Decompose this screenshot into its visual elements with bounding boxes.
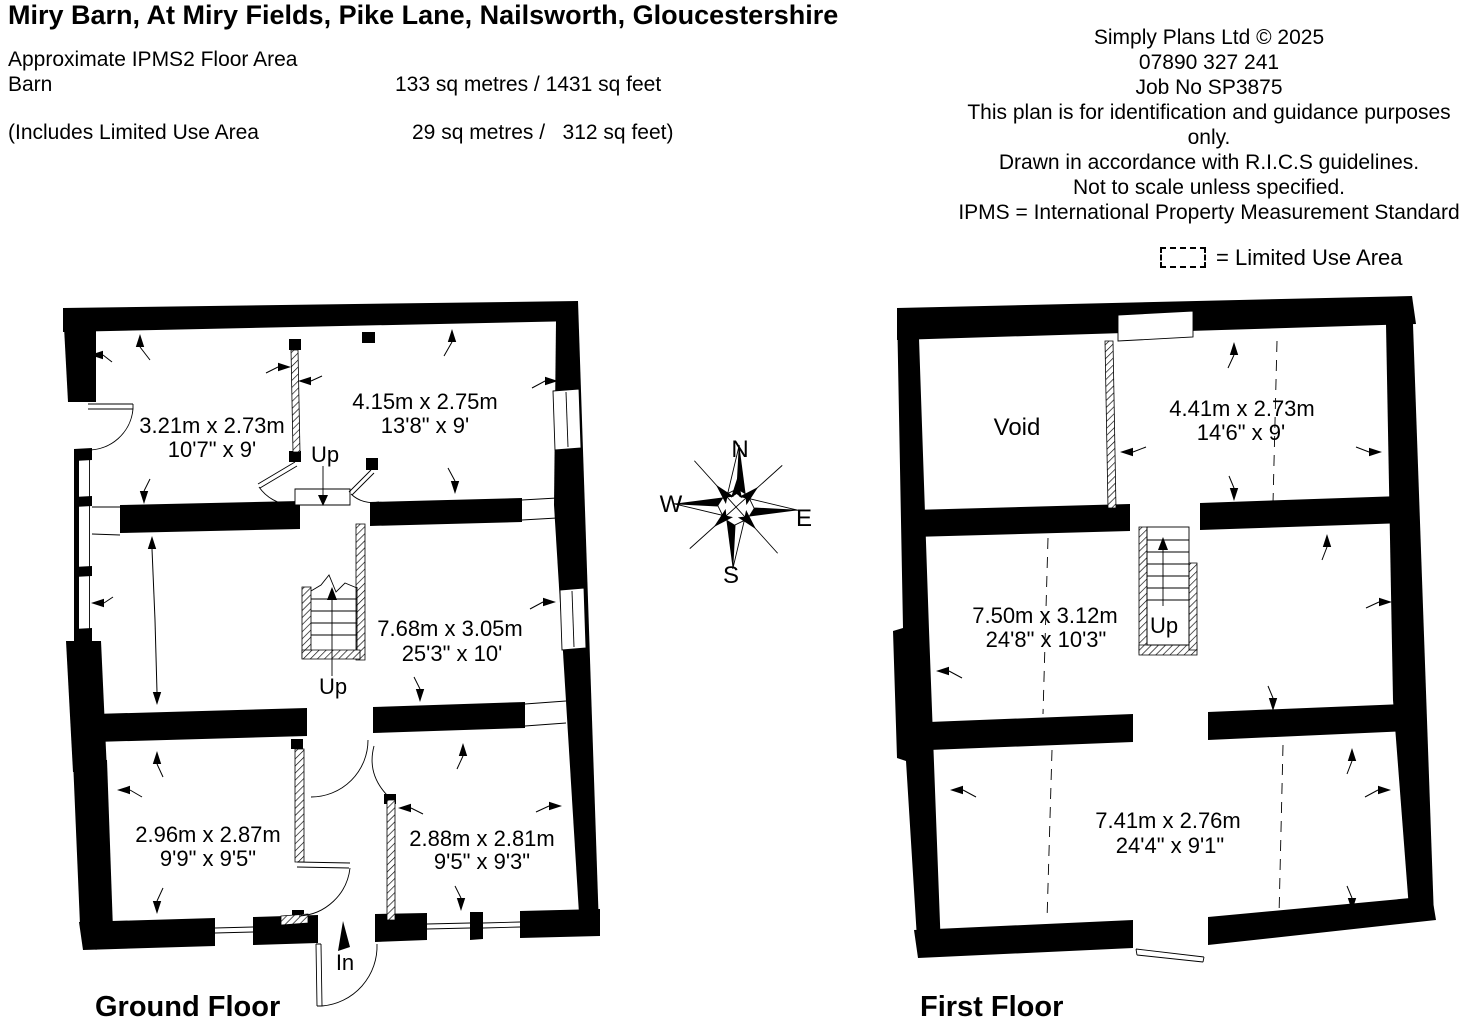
limited-use-row-label: (Includes Limited Use Area [8,121,259,144]
dimension-arrow-icon [458,743,468,756]
first-floor-staircase [1138,526,1198,656]
page-title: Miry Barn, At Miry Fields, Pike Lane, Na… [8,0,839,30]
room-bottom-left-metric: 2.96m x 2.87m [135,822,281,847]
area-heading: Approximate IPMS2 Floor Area [8,48,298,71]
limited-use-row-value: 29 sq metres / 312 sq feet) [412,121,674,144]
dimension-arrow-icon [1120,447,1133,457]
ground-floor-labels: 3.21m x 2.73m 10'7" x 9' 4.15m x 2.75m 1… [95,389,555,1023]
company-name: Simply Plans Ltd © 2025 [1093,26,1325,49]
dimension-arrow-icon [950,785,963,795]
ff-room-middle-metric: 7.50m x 3.12m [972,603,1118,628]
disclaimer-line-1: This plan is for identification and guid… [967,101,1451,149]
ground-floor-partitions [280,349,396,926]
compass-south-label: S [723,562,739,589]
ground-floor-walls [63,301,600,950]
ff-stair-up-arrow-icon [1158,537,1168,550]
room-bottom-left-imperial: 9'9" x 9'5" [160,846,256,871]
hall-up-label: Up [311,442,339,467]
room-bottom-right-metric: 2.88m x 2.81m [409,826,555,851]
dimension-arrow-icon [545,376,558,386]
dimension-arrow-icon [456,898,466,911]
ground-floor-staircase [301,574,361,676]
dimension-arrow-icon [152,751,162,764]
ff-stair-up-label: Up [1150,613,1178,638]
dimension-arrow-icon [1378,785,1391,795]
company-info-block: Simply Plans Ltd © 2025 07890 327 241 Jo… [945,25,1472,225]
disclaimer-line-4: IPMS = International Property Measuremen… [958,201,1460,224]
first-floor-walls [893,296,1436,958]
stair-up-arrow-icon [327,587,337,600]
area-row-value: 133 sq metres / 1431 sq feet [395,73,662,96]
stair-up-label: Up [319,674,347,699]
dimension-arrow-icon [450,481,460,494]
company-phone: 07890 327 241 [1138,51,1280,74]
ff-room-middle-imperial: 24'8" x 10'3" [986,627,1107,652]
ground-floor-windows [89,388,587,934]
job-number: Job No SP3875 [1135,76,1283,99]
compass-north-label: N [731,436,748,463]
dimension-arrow-icon [415,689,425,702]
dimension-arrow-icon [135,334,145,347]
compass-east-label: E [796,505,812,532]
ff-room-bottom-metric: 7.41m x 2.76m [1095,808,1241,833]
dimension-arrow-icon [90,350,103,360]
ground-floor-title: Ground Floor [95,991,280,1023]
first-floor-openings [1117,310,1205,963]
dimension-arrow-icon [1229,342,1239,355]
void-room-label: Void [994,414,1041,441]
area-row-label: Barn [8,73,53,96]
dimension-arrow-icon [152,901,162,914]
ground-floor-plan: 3.21m x 2.73m 10'7" x 9' 4.15m x 2.75m 1… [63,301,600,1023]
ff-room-top-right-metric: 4.41m x 2.73m [1169,396,1315,421]
dimension-arrow-icon [152,692,162,705]
first-floor-labels: Void 4.41m x 2.73m 14'6" x 9' 7.50m x 3.… [920,396,1315,1023]
disclaimer-line-2: Drawn in accordance with R.I.C.S guideli… [998,151,1420,174]
dimension-arrow-icon [139,491,149,504]
compass-star-icon [673,444,799,570]
room-bottom-right-imperial: 9'5" x 9'3" [434,849,530,874]
limited-use-area-swatch [1160,247,1206,268]
room-top-right-imperial: 13'8" x 9' [381,413,469,438]
dimension-arrow-icon [1268,698,1278,711]
compass-west-label: W [660,491,683,518]
dimension-arrow-icon [1369,447,1382,457]
room-top-left-metric: 3.21m x 2.73m [139,413,285,438]
room-top-left-imperial: 10'7" x 9' [168,437,256,462]
dimension-arrow-icon [117,785,130,795]
compass-rose: N E S W [660,436,812,589]
dimension-arrow-icon [936,666,949,676]
dimension-arrows [90,329,1392,914]
first-floor-title: First Floor [920,991,1063,1023]
dimension-arrow-icon [147,536,157,549]
ground-floor-doors [86,403,392,1007]
dimension-arrow-icon [398,803,411,813]
dimension-arrow-icon [1229,488,1239,501]
limited-use-legend-label: = Limited Use Area [1216,245,1403,270]
dimension-arrow-icon [1347,898,1357,911]
first-floor-partitions [1104,340,1117,509]
entrance-in-arrow-icon [338,921,350,951]
ff-room-bottom-imperial: 24'4" x 9'1" [1116,833,1224,858]
room-middle-metric: 7.68m x 3.05m [377,616,523,641]
dimension-arrow-icon [91,598,104,608]
dimension-arrow-icon [1322,534,1332,547]
ground-floor-entrance [318,466,350,951]
hall-up-arrow-icon [318,495,328,506]
dimension-arrow-icon [1347,748,1357,761]
room-middle-imperial: 25'3" x 10' [402,641,503,666]
dimension-arrow-icon [447,329,457,342]
ff-room-top-right-imperial: 14'6" x 9' [1197,420,1285,445]
entrance-in-label: In [336,950,354,975]
dimension-arrow-icon [298,376,311,386]
dimension-arrow-icon [543,597,556,607]
dimension-arrow-icon [549,801,562,811]
first-floor-limited-use-boundaries [1042,340,1284,921]
dimension-arrow-icon [1379,597,1392,607]
first-floor-plan: Void 4.41m x 2.73m 14'6" x 9' 7.50m x 3.… [893,296,1436,1023]
disclaimer-line-3: Not to scale unless specified. [1073,176,1345,199]
room-top-right-metric: 4.15m x 2.75m [352,389,498,414]
dimension-arrow-icon [278,362,291,372]
